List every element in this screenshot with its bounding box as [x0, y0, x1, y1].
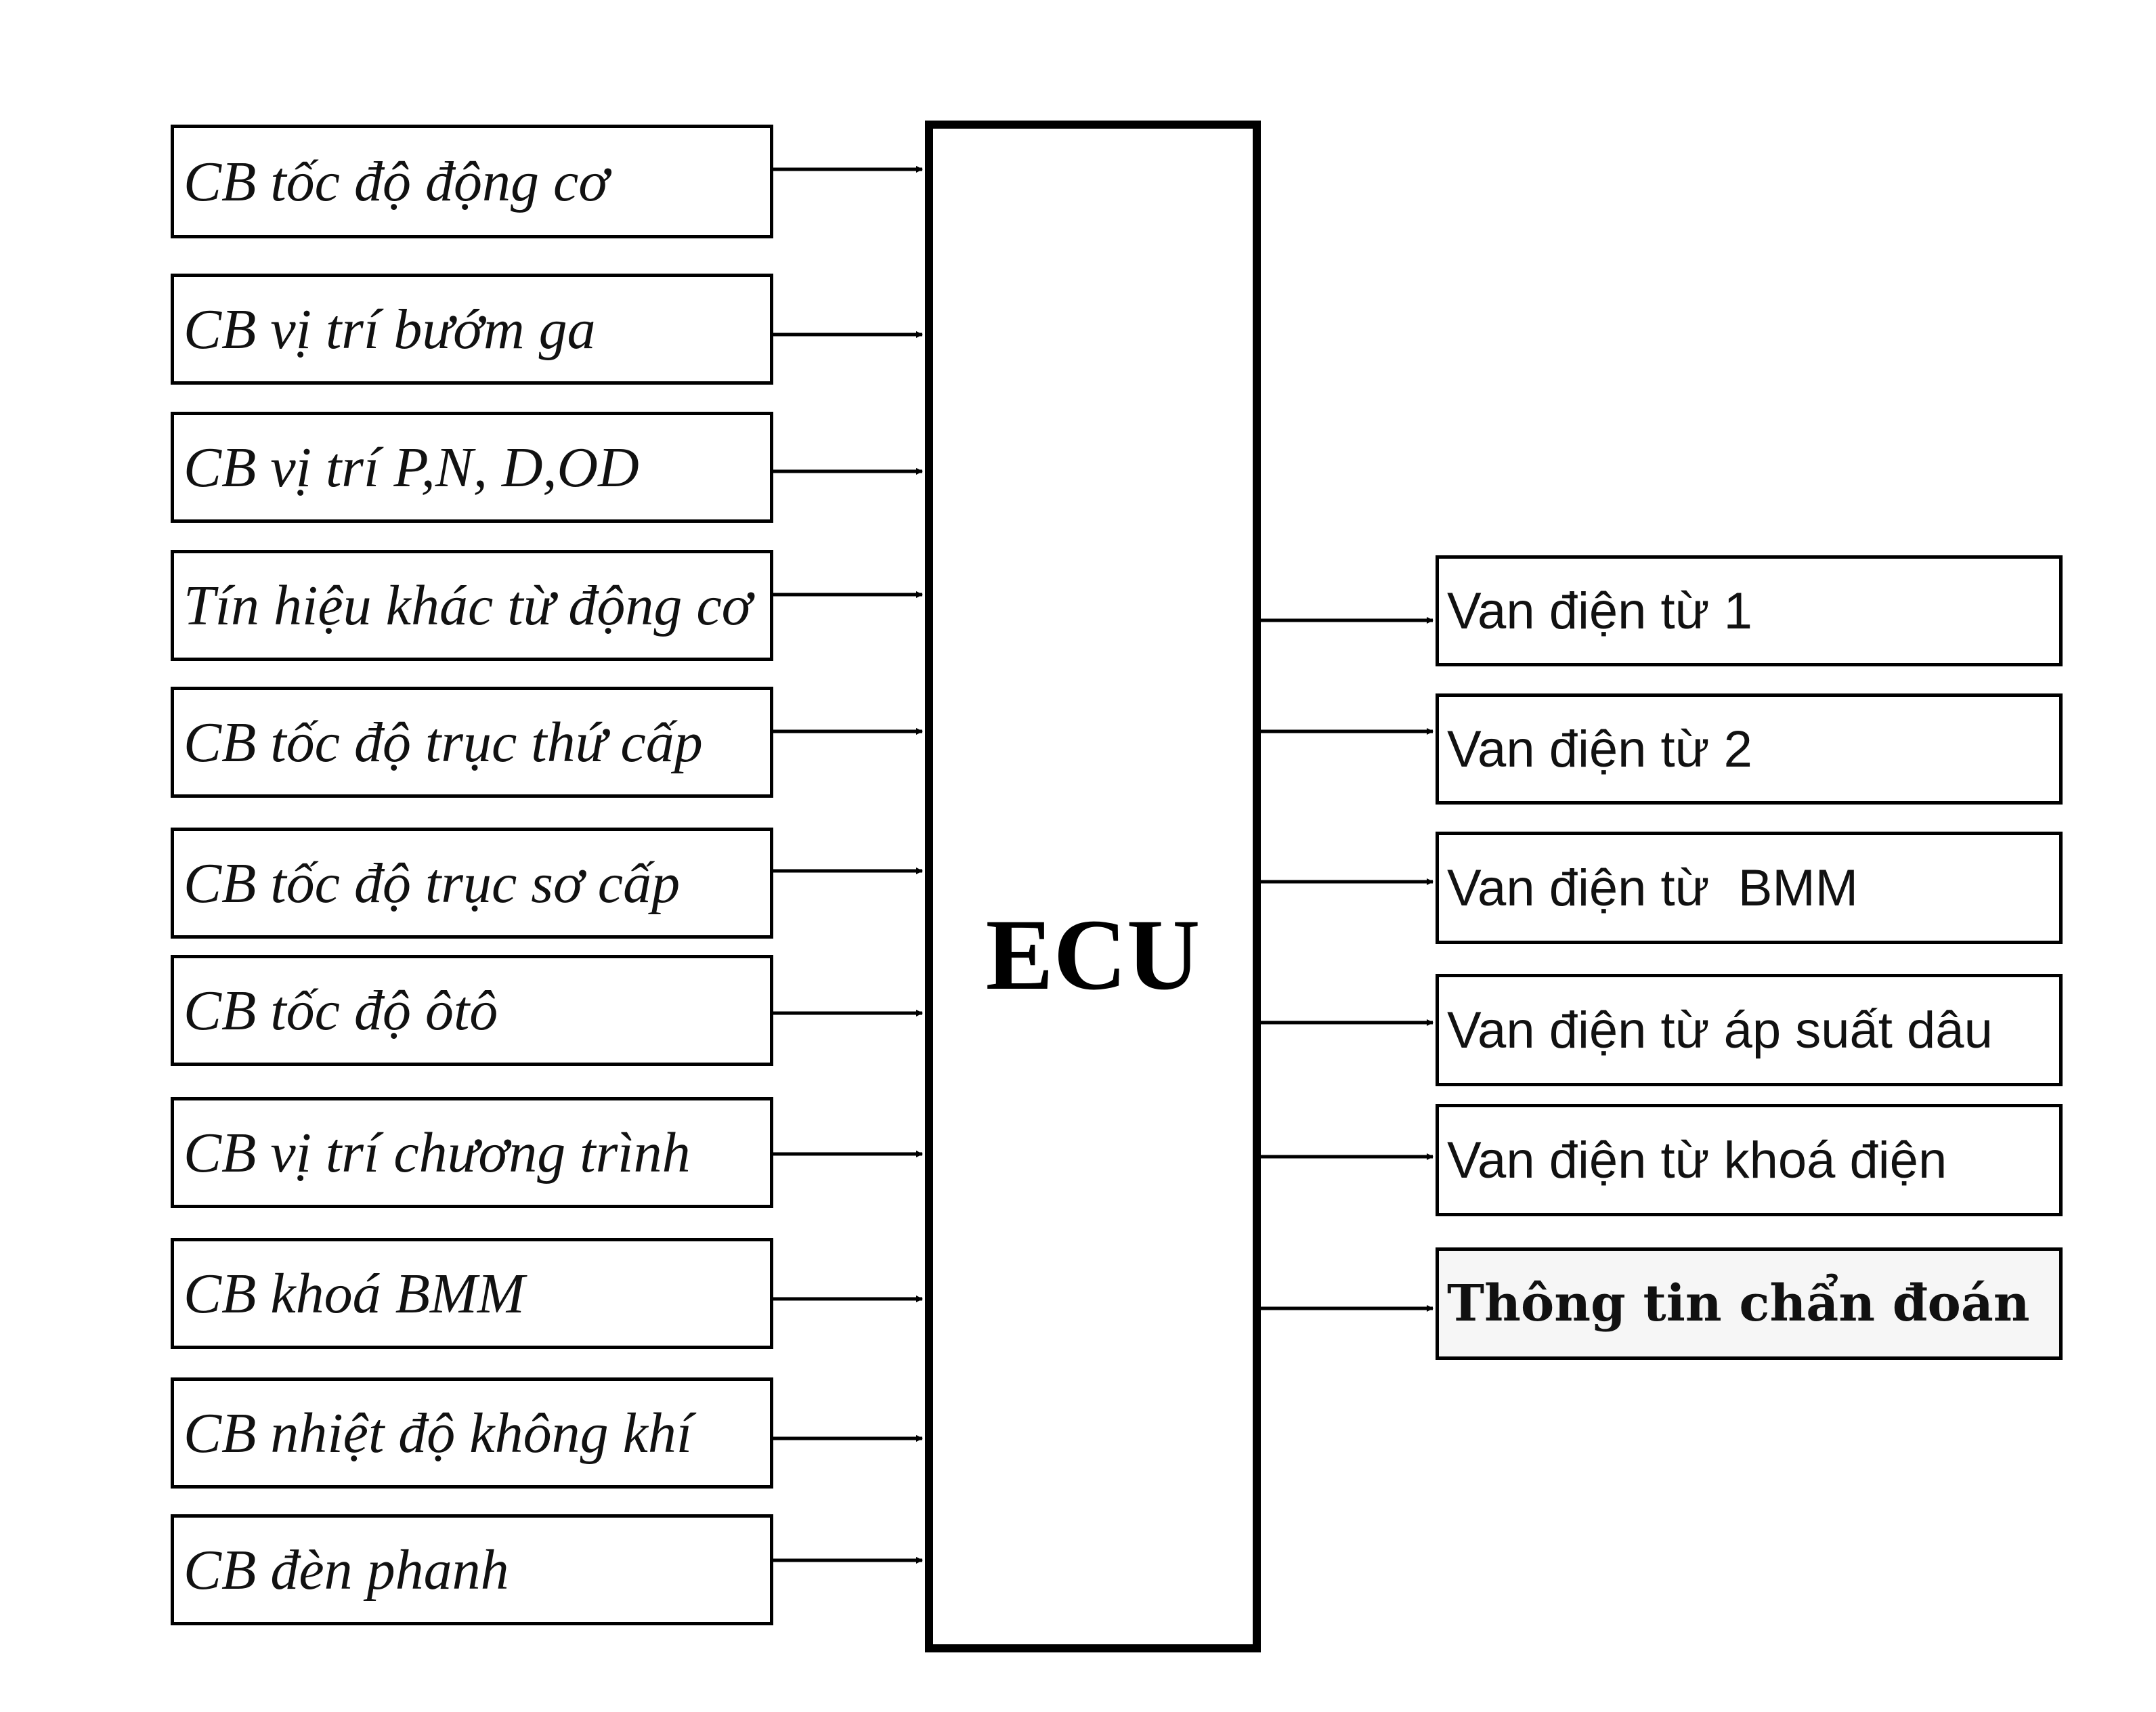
input-label: CB tốc độ ôtô: [184, 979, 498, 1042]
input-air-temperature-sensor: CB nhiệt độ không khí: [171, 1377, 773, 1489]
input-output-shaft-speed-sensor: CB tốc độ trục thứ cấp: [171, 687, 773, 798]
input-lockup-sensor: CB khoá BMM: [171, 1238, 773, 1349]
input-label: CB đèn phanh: [184, 1538, 509, 1602]
output-label: Van điện từ khoá điện: [1447, 1131, 1947, 1189]
output-label: Van điện từ 2: [1447, 720, 1752, 778]
input-label: CB tốc độ trục thứ cấp: [184, 710, 703, 774]
output-solenoid-1: Van điện từ 1: [1436, 555, 2063, 666]
output-solenoid-lockup: Van điện từ BMM: [1436, 832, 2063, 944]
input-label: CB vị trí chương trình: [184, 1121, 691, 1184]
input-label: CB tốc độ trục sơ cấp: [184, 851, 681, 915]
input-program-position-sensor: CB vị trí chương trình: [171, 1097, 773, 1208]
input-label: CB khoá BMM: [184, 1262, 525, 1325]
input-label: CB tốc độ động cơ: [184, 150, 609, 213]
output-label: Van điện từ áp suất dâu: [1447, 1001, 1993, 1059]
input-throttle-position-sensor: CB vị trí bướm ga: [171, 274, 773, 385]
input-input-shaft-speed-sensor: CB tốc độ trục sơ cấp: [171, 828, 773, 939]
input-brake-light-sensor: CB đèn phanh: [171, 1514, 773, 1625]
output-diagnostic-info: Thông tin chẩn đoán: [1436, 1247, 2063, 1360]
input-label: CB vị trí bướm ga: [184, 297, 596, 361]
input-label: Tín hiệu khác từ động cơ: [184, 574, 752, 637]
input-shift-position-sensor: CB vị trí P,N, D,OD: [171, 412, 773, 523]
input-vehicle-speed-sensor: CB tốc độ ôtô: [171, 955, 773, 1066]
output-solenoid-oil-pressure: Van điện từ áp suất dâu: [1436, 974, 2063, 1086]
output-solenoid-2: Van điện từ 2: [1436, 693, 2063, 805]
input-label: CB vị trí P,N, D,OD: [184, 435, 639, 499]
output-label: Van điện từ BMM: [1447, 859, 1859, 917]
ecu-label: ECU: [985, 899, 1201, 1011]
input-engine-speed-sensor: CB tốc độ động cơ: [171, 125, 773, 238]
output-solenoid-lock: Van điện từ khoá điện: [1436, 1104, 2063, 1216]
input-label: CB nhiệt độ không khí: [184, 1401, 693, 1465]
output-label: Thông tin chẩn đoán: [1447, 1275, 2030, 1333]
ecu-block: ECU: [925, 121, 1261, 1652]
output-label: Van điện từ 1: [1447, 582, 1752, 640]
input-other-engine-signals: Tín hiệu khác từ động cơ: [171, 550, 773, 661]
